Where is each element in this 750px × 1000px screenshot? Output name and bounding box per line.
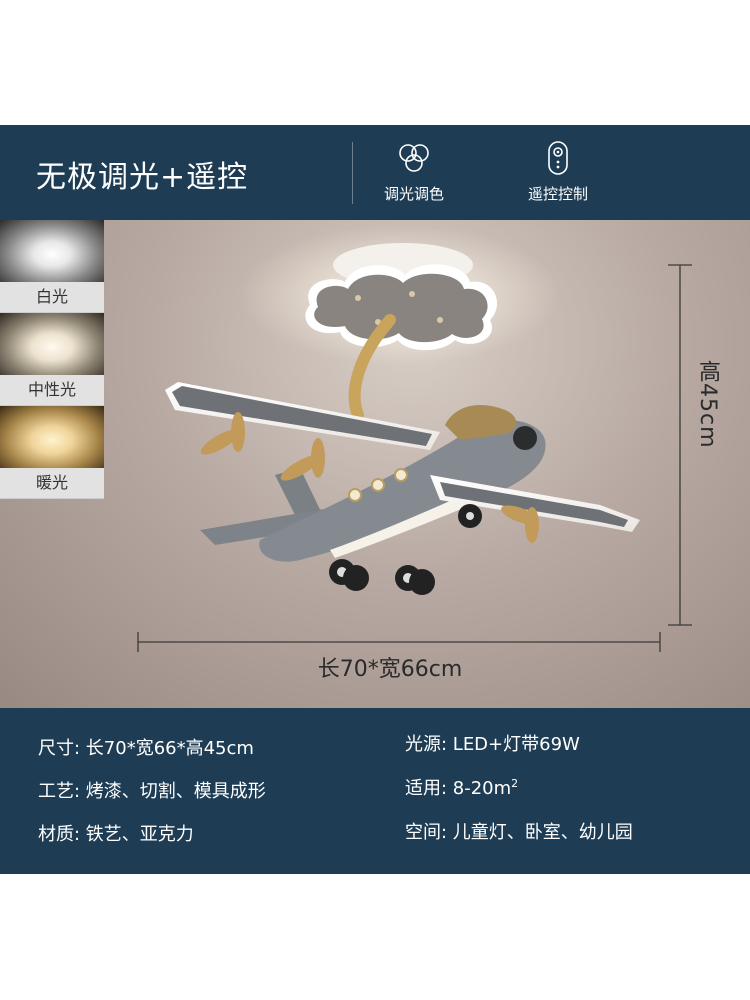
spec-area: 适用: 8-20m2 — [405, 774, 518, 800]
header-divider — [352, 142, 353, 204]
spec-area-superscript: 2 — [511, 777, 519, 790]
feature-remote: 遥控控制 — [503, 141, 613, 204]
spec-size: 尺寸: 长70*宽66*高45cm — [38, 738, 254, 759]
light-swatches: 白光 中性光 暖光 — [0, 220, 104, 499]
feature-remote-label: 遥控控制 — [527, 185, 588, 203]
feature-dimming: 调光调色 — [359, 141, 469, 204]
spec-area-text: 适用: 8-20m — [405, 778, 512, 799]
width-dimension-label: 长70*宽66cm — [317, 657, 463, 682]
white-light-swatch — [0, 220, 104, 282]
product-photo — [0, 220, 750, 708]
warm-light-swatch — [0, 406, 104, 468]
white-light-label: 白光 — [0, 282, 104, 313]
header-band — [0, 125, 750, 220]
spec-material: 材质: 铁艺、亚克力 — [38, 824, 194, 845]
spec-craft: 工艺: 烤漆、切割、模具成形 — [38, 781, 266, 802]
spec-light-source: 光源: LED+灯带69W — [405, 734, 580, 755]
gold-support-arm — [348, 314, 396, 421]
remote-control-icon — [548, 141, 568, 175]
height-dimension-label: 高45cm — [695, 360, 720, 449]
cloud-canopy — [305, 243, 498, 351]
color-circles-icon — [399, 144, 429, 172]
neutral-light-label: 中性光 — [0, 375, 104, 406]
spec-space: 空间: 儿童灯、卧室、幼儿园 — [405, 822, 633, 843]
height-dimension-line — [668, 264, 692, 626]
airplane-lamp — [165, 382, 640, 595]
neutral-light-swatch — [0, 313, 104, 375]
feature-dimming-label: 调光调色 — [383, 185, 444, 203]
warm-light-label: 暖光 — [0, 468, 104, 499]
width-dimension-line — [137, 632, 661, 652]
page-title: 无极调光+遥控 — [36, 160, 249, 195]
spec-band: 尺寸: 长70*宽66*高45cm 工艺: 烤漆、切割、模具成形 材质: 铁艺、… — [0, 708, 750, 874]
